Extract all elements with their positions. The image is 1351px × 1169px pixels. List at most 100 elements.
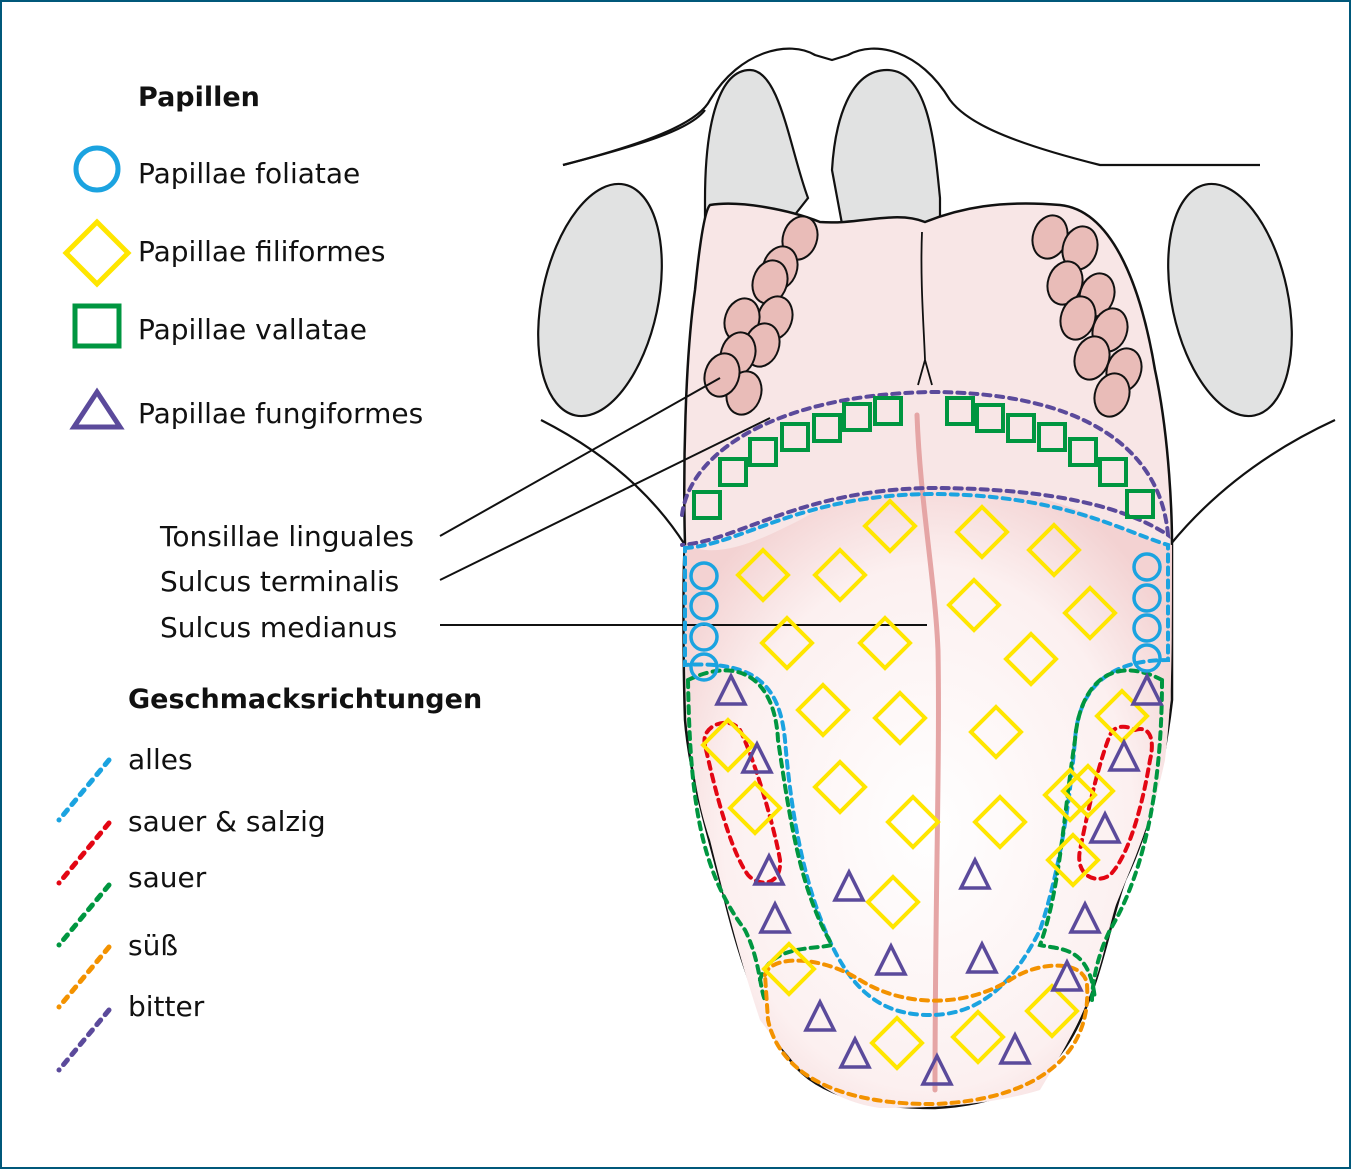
papilla-fungiformis [832, 868, 866, 902]
papilla-filiformis [954, 504, 1010, 560]
circle-icon [73, 145, 121, 193]
legend-sauer-salzig: sauer & salzig [128, 805, 326, 838]
papilla-vallata [748, 437, 778, 467]
papilla-foliata [1132, 583, 1162, 613]
epiglottis-left [703, 68, 810, 242]
papilla-vallata [975, 403, 1005, 433]
papilla-filiformis [857, 615, 913, 671]
legend-filiformes: Papillae filiformes [138, 235, 385, 268]
papilla-filiformis [950, 1009, 1006, 1065]
papilla-vallata [1037, 422, 1067, 452]
papilla-vallata [873, 396, 903, 426]
papilla-foliata [689, 561, 719, 591]
papilla-vallata [812, 413, 842, 443]
square-icon [72, 303, 122, 349]
papilla-fungiformis [752, 852, 786, 886]
legend-bitter: bitter [128, 990, 205, 1023]
papilla-filiformis [812, 547, 868, 603]
taste-line-suess-icon [56, 944, 112, 1010]
papilla-filiformis [1003, 631, 1059, 687]
papilla-filiformis [1042, 767, 1098, 823]
papilla-filiformis [761, 941, 817, 997]
papilla-fungiformis [998, 1031, 1032, 1065]
papilla-fungiformis [920, 1052, 954, 1086]
papilla-filiformis [759, 615, 815, 671]
papilla-filiformis [862, 498, 918, 554]
zone-bitter [680, 389, 1171, 547]
label-tonsillae: Tonsillae linguales [159, 520, 414, 553]
pharynx-outline [562, 47, 1260, 167]
taste-line-alles-icon [56, 757, 112, 823]
papilla-vallata [842, 402, 872, 432]
tongue-oral-part [685, 486, 1172, 1108]
papilla-vallata [718, 457, 748, 487]
papilla-fungiformis [758, 900, 792, 934]
triangle-icon [69, 387, 125, 430]
zone-suess [762, 958, 1090, 1107]
zone-alles [683, 491, 1170, 1018]
legend-vallatae: Papillae vallatae [138, 313, 367, 346]
legend-foliatae: Papillae foliatae [138, 157, 360, 190]
diamond-icon [62, 218, 132, 288]
papilla-vallata [692, 490, 722, 520]
papilla-foliata [1132, 552, 1162, 582]
papilla-filiformis [1026, 522, 1082, 578]
papilla-filiformis [735, 547, 791, 603]
papilla-filiformis [1045, 832, 1101, 888]
papilla-foliata [1132, 613, 1162, 643]
papilla-fungiformis [1130, 672, 1164, 706]
legend-suess: süß [128, 929, 178, 962]
papilla-foliata [689, 622, 719, 652]
legend-papillae-title: Papillen [138, 82, 260, 113]
papilla-vallata [1006, 413, 1036, 443]
papilla-fungiformis [874, 942, 908, 976]
papilla-filiformis [1094, 688, 1150, 744]
tonsilla-palatina-left [537, 182, 663, 418]
papilla-filiformis [972, 794, 1028, 850]
taste-line-bitter-icon [56, 1007, 112, 1073]
zone-sauer-salzig-right [1077, 724, 1154, 881]
papilla-fungiformis [1068, 900, 1102, 934]
papilla-foliata [689, 652, 719, 682]
papilla-fungiformis [1107, 738, 1141, 772]
leader-sulcus-terminalis [439, 417, 771, 581]
papilla-fungiformis [714, 672, 748, 706]
papilla-vallata [1125, 489, 1155, 519]
papilla-filiformis [968, 704, 1024, 760]
papilla-filiformis [872, 690, 928, 746]
papilla-filiformis [865, 874, 921, 930]
papilla-filiformis [1024, 983, 1080, 1039]
papilla-vallata [1068, 437, 1098, 467]
papilla-filiformis [812, 759, 868, 815]
label-sulcus-terminalis: Sulcus terminalis [160, 565, 399, 598]
label-sulcus-medianus: Sulcus medianus [160, 611, 397, 644]
leader-tonsillae [439, 377, 721, 537]
papilla-filiformis [946, 577, 1002, 633]
papilla-fungiformis [958, 856, 992, 890]
papilla-foliata [689, 591, 719, 621]
papilla-vallata [780, 422, 810, 452]
tonsilla-palatina-right [1167, 182, 1293, 418]
legend-alles: alles [128, 743, 193, 776]
papilla-fungiformis [965, 940, 999, 974]
sulcus-medianus-line [914, 412, 941, 1093]
papilla-filiformis [869, 1015, 925, 1071]
tonsilla-lingualis [1093, 372, 1131, 418]
papilla-filiformis [1060, 763, 1116, 819]
papilla-fungiformis [803, 998, 837, 1032]
papilla-fungiformis [1088, 810, 1122, 844]
papilla-vallata [945, 396, 975, 426]
papilla-vallata [1098, 457, 1128, 487]
legend-fungiformes: Papillae fungiformes [138, 397, 423, 430]
legend-taste-title: Geschmacksrichtungen [128, 684, 482, 715]
taste-line-sauer-salzig-icon [56, 820, 112, 886]
papilla-filiformis [727, 780, 783, 836]
papilla-foliata [1132, 643, 1162, 673]
zone-sauer [686, 668, 1164, 1002]
legend-sauer: sauer [128, 861, 207, 894]
papilla-fungiformis [838, 1035, 872, 1069]
papilla-fungiformis [740, 740, 774, 774]
papilla-filiformis [700, 717, 756, 773]
papilla-fungiformis [1050, 958, 1084, 992]
